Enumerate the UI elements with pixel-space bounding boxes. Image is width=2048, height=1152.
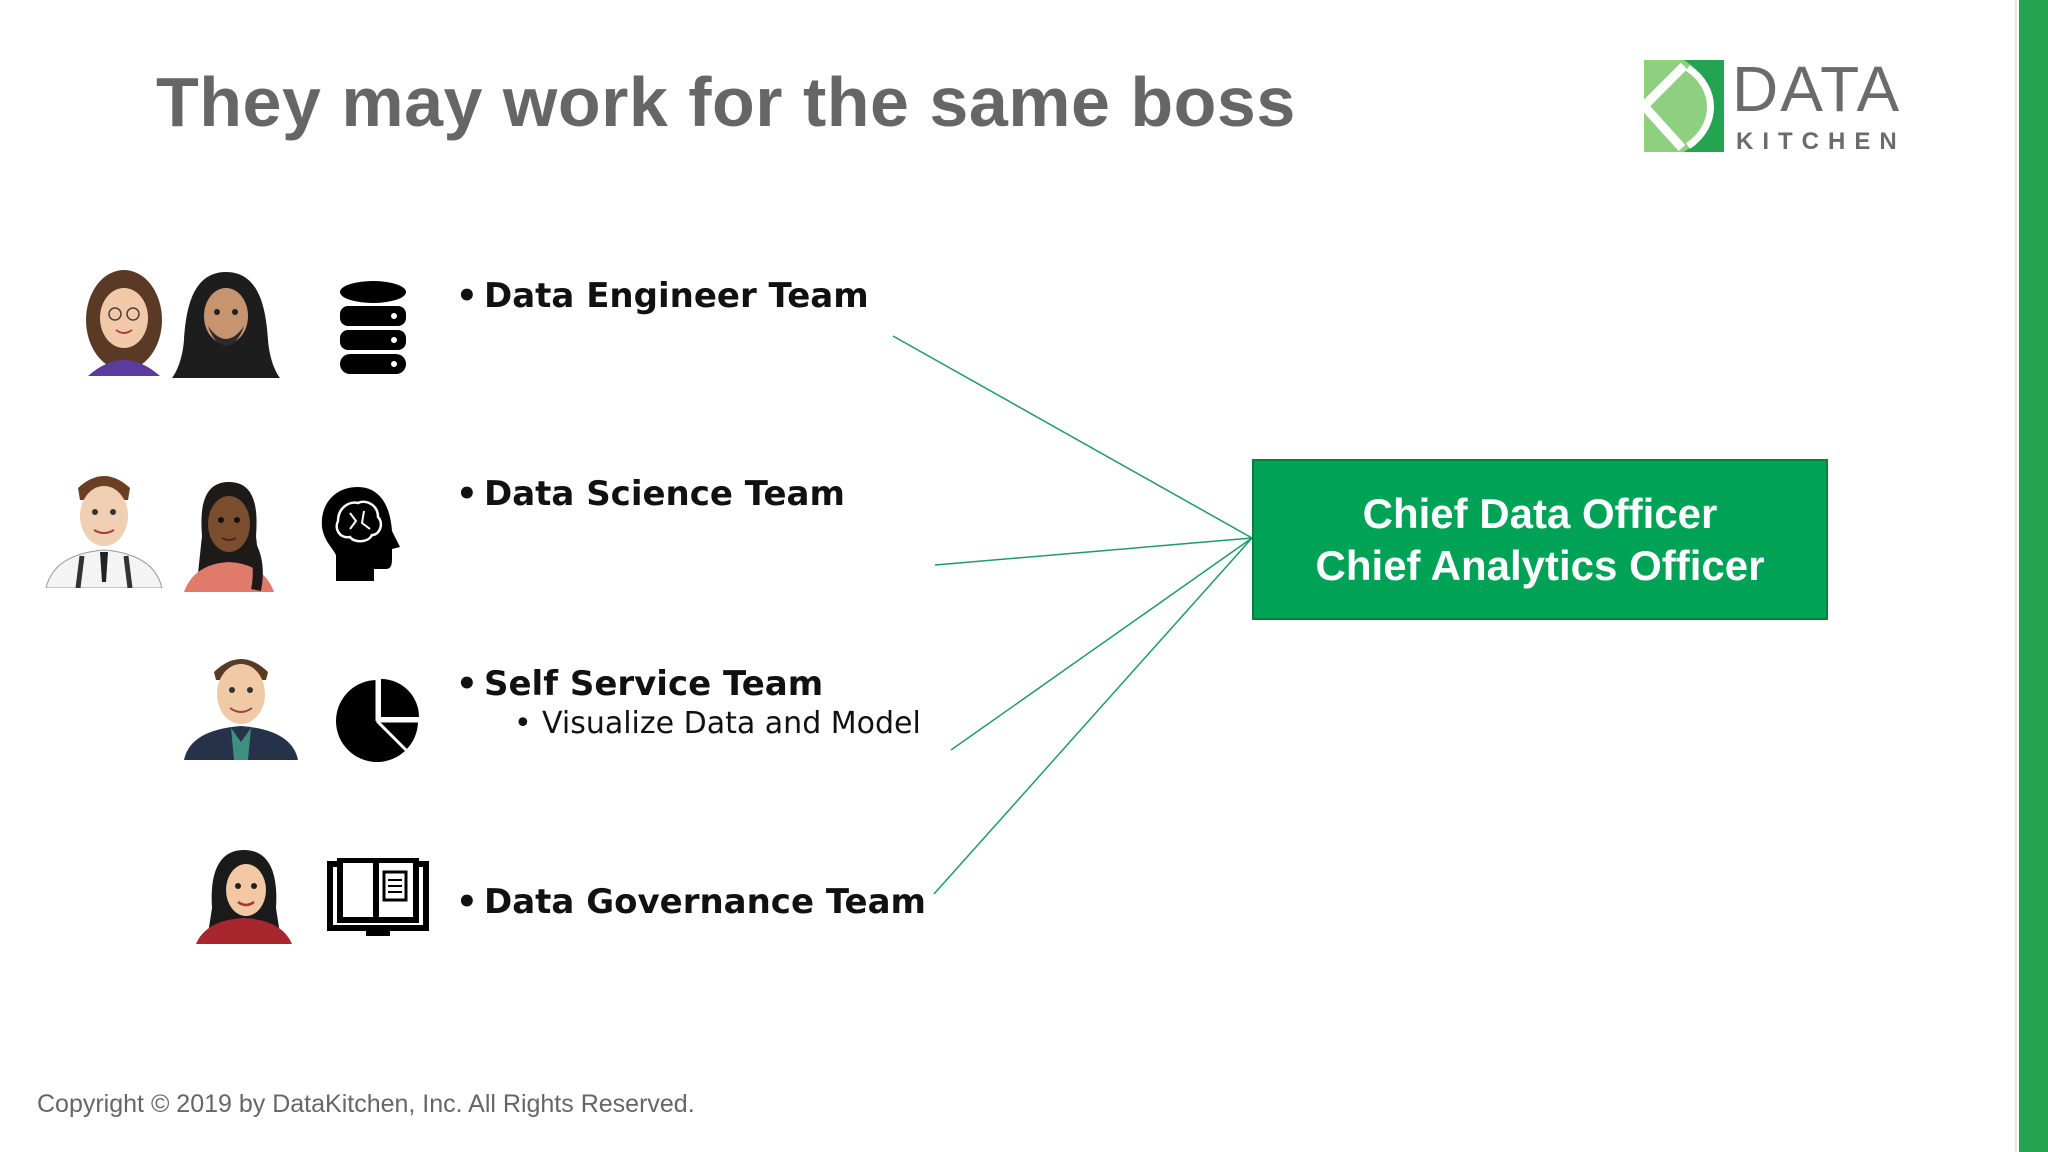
avatar-woman-curly-hair	[86, 270, 162, 376]
sub-item-visualize: • Visualize Data and Model	[514, 706, 921, 741]
team-label: Data Engineer Team	[484, 276, 869, 316]
logo-word-kitchen: KITCHEN	[1736, 128, 1906, 155]
bullet: •	[456, 664, 478, 704]
bullet: •	[456, 474, 478, 514]
avatar-man-suit	[184, 659, 298, 760]
bullet: •	[456, 882, 478, 922]
team-label: Self Service Team	[484, 664, 824, 704]
connector-line	[950, 537, 1253, 751]
bullet: •	[514, 706, 532, 741]
bullet: •	[456, 276, 478, 316]
avatar-man-suspenders	[45, 476, 163, 588]
team-item-data-governance: •Data Governance Team	[456, 882, 926, 922]
logo-mark-icon	[1644, 60, 1724, 152]
logo-word-data: DATA	[1732, 53, 1902, 125]
connector-line	[933, 537, 1253, 895]
open-book-icon	[327, 858, 429, 936]
team-item-data-engineer: •Data Engineer Team	[456, 276, 869, 316]
datakitchen-logo: DATA KITCHEN	[1640, 53, 1920, 156]
divider	[2015, 0, 2017, 1152]
avatar-man-long-hair	[172, 272, 280, 378]
avatar-woman-braid	[184, 482, 274, 592]
team-item-self-service: •Self Service Team	[456, 664, 823, 704]
slide-title: They may work for the same boss	[156, 63, 1296, 141]
copyright-footer: Copyright © 2019 by DataKitchen, Inc. Al…	[37, 1090, 695, 1118]
boss-title-cdo: Chief Data Officer	[1362, 489, 1718, 537]
connector-line	[934, 537, 1253, 566]
boss-title-cao: Chief Analytics Officer	[1315, 541, 1765, 589]
team-label: Data Governance Team	[484, 882, 926, 922]
pie-chart-icon	[336, 679, 419, 762]
connector-line	[892, 335, 1253, 539]
avatar-woman-dark-hair	[196, 850, 292, 944]
sub-label: Visualize Data and Model	[542, 706, 921, 741]
team-item-data-science: •Data Science Team	[456, 474, 845, 514]
brain-head-icon	[321, 487, 400, 581]
database-icon	[340, 281, 406, 374]
team-label: Data Science Team	[484, 474, 845, 514]
accent-bar	[2019, 0, 2048, 1152]
boss-box: Chief Data Officer Chief Analytics Offic…	[1252, 459, 1828, 620]
